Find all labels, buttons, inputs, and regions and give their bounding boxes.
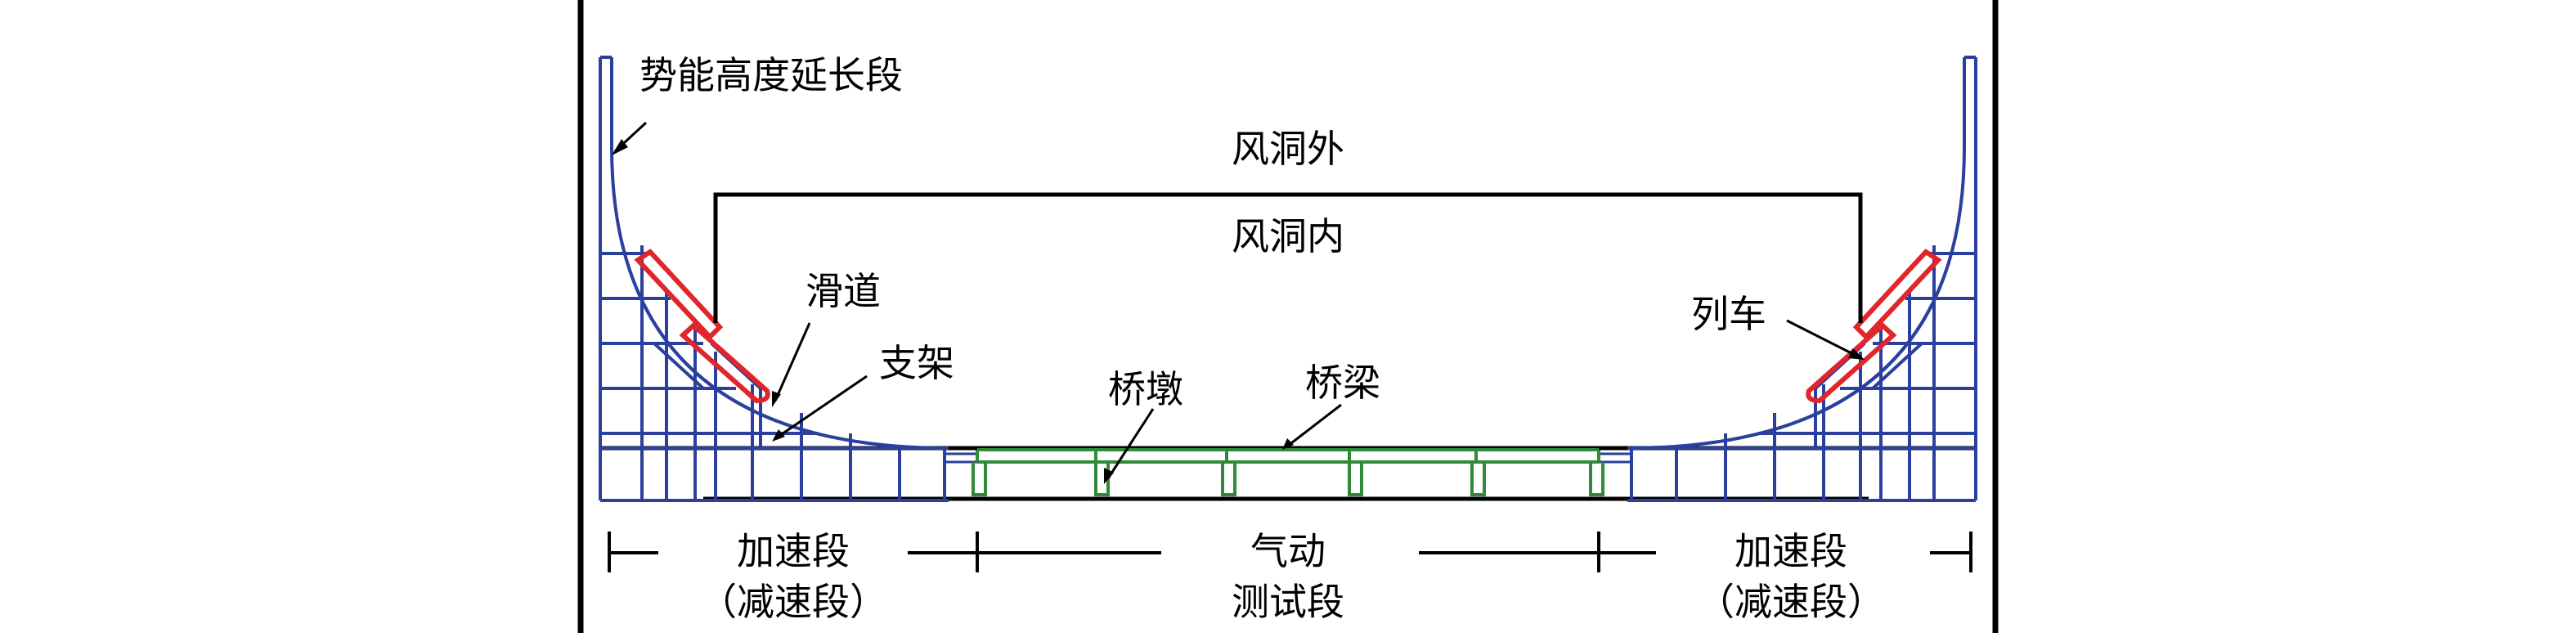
dimension-lines [608,532,1972,572]
leader-lines [613,121,1857,479]
label-slide-track: 滑道 [806,269,881,313]
pier-5 [1470,462,1486,496]
label-potential-extension: 势能高度延长段 [640,53,903,97]
label-inside-tunnel: 风洞内 [1232,214,1344,258]
label-pier: 桥墩 [1108,367,1183,411]
label-accel-right-2: （减速段） [1697,580,1885,624]
pier-1 [972,462,987,496]
label-support: 支架 [879,341,954,385]
inside-tunnel-bracket [713,192,1863,323]
label-train: 列车 [1691,292,1766,336]
right-transition [1597,452,1633,464]
label-accel-left-2: （减速段） [699,580,887,624]
label-beam: 桥梁 [1305,361,1380,405]
left-support-frame [599,56,949,502]
label-accel-left-1: 加速段 [737,529,850,573]
label-accel-right-1: 加速段 [1735,529,1847,573]
label-test-1: 气动 [1250,529,1326,573]
label-outside-tunnel: 风洞外 [1232,127,1344,171]
pier-6 [1589,462,1604,496]
label-test-2: 测试段 [1232,580,1344,624]
arrowheads [612,139,1865,484]
bridge [972,448,1604,496]
left-transition [943,452,979,464]
pier-3 [1221,462,1236,496]
train-left [634,249,770,404]
pier-4 [1348,462,1363,496]
train-right [1806,249,1942,404]
right-support-frame [1627,56,1977,502]
